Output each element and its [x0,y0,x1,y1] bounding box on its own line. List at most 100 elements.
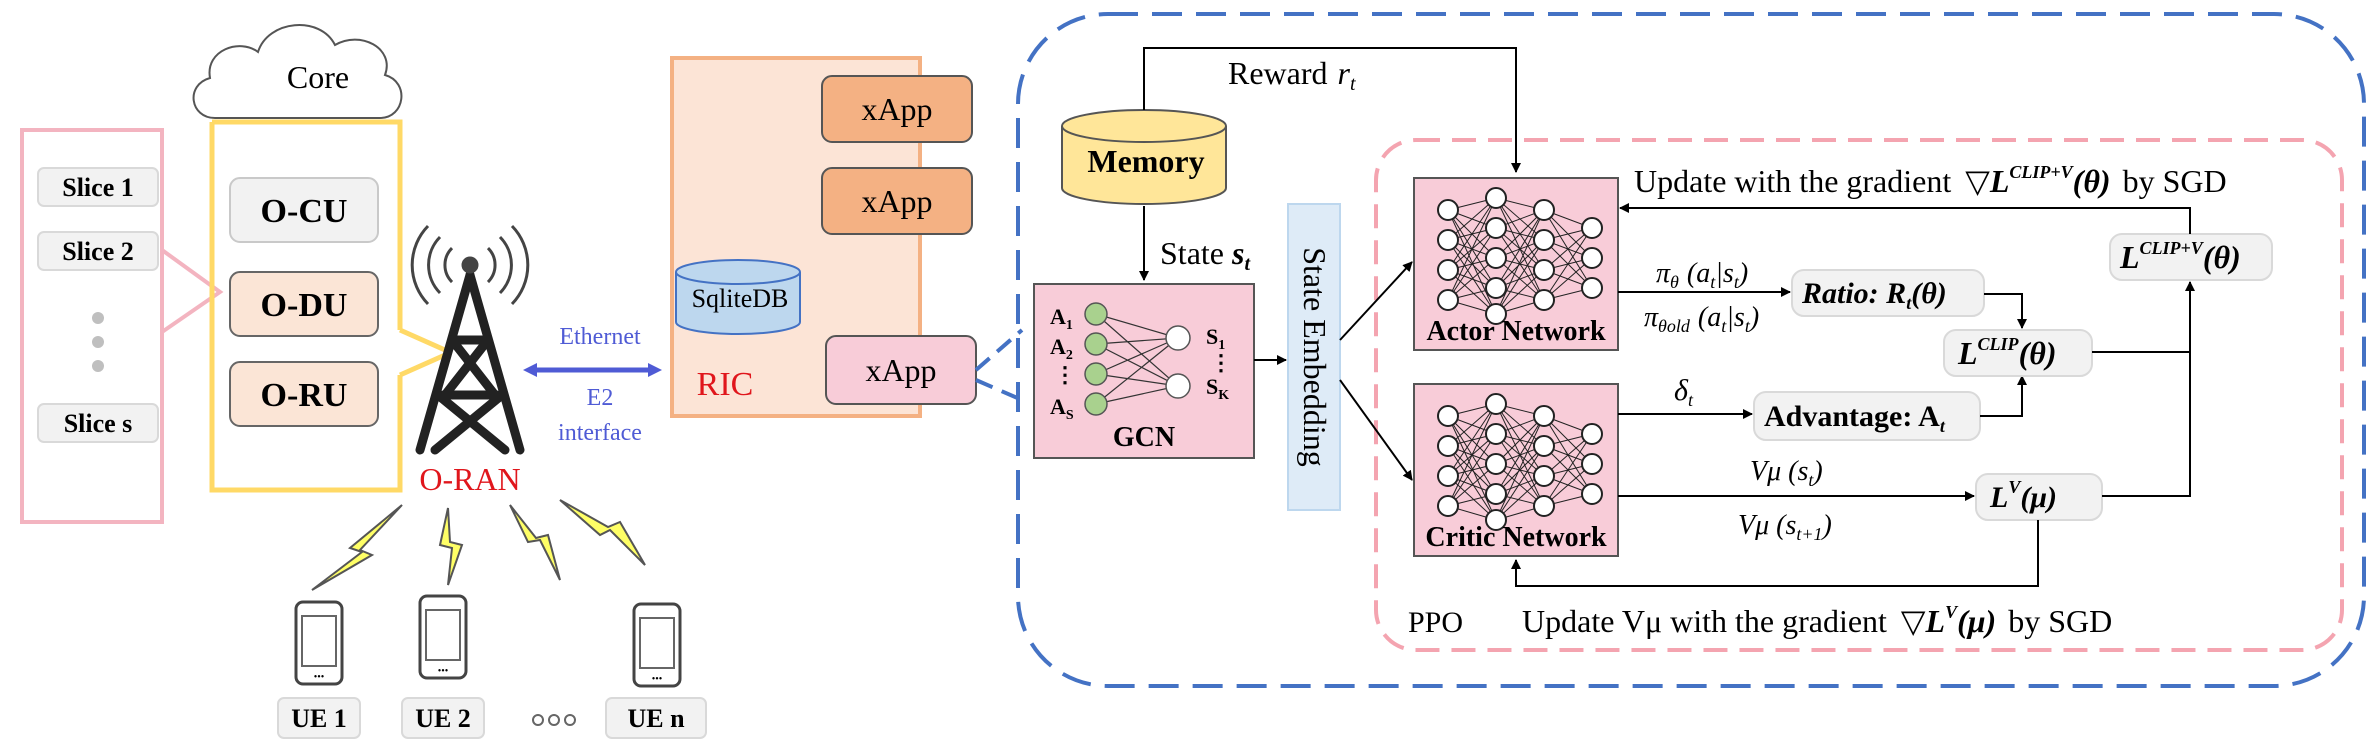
delta-label: δt [1674,374,1694,410]
net-node [1581,483,1603,505]
net-node [1437,199,1459,221]
net-node [1437,405,1459,427]
svg-text:O-RU: O-RU [261,377,348,414]
signal-waves-icon [410,224,530,306]
net-node [1485,303,1507,325]
net-node [1485,393,1507,415]
svg-text:•••: ••• [438,666,449,677]
net-node [1485,453,1507,475]
net-node [1437,229,1459,251]
ric-panel: RIC xApp xApp xApp SqliteDB [670,56,977,418]
ratio-box: Ratio: Rt(θ) [1791,269,1985,317]
svg-text:LCLIP(θ): LCLIP(θ) [1957,334,2056,371]
net-node [1437,259,1459,281]
svg-text:O-CU: O-CU [261,193,348,230]
cell-tower-icon [415,270,525,455]
lv-box: LV(μ) [1975,473,2103,521]
critic-network-box: Critic Network [1413,383,1619,557]
svg-text:O-DU: O-DU [261,287,348,324]
svg-text:Slice s: Slice s [64,409,133,438]
v-st-label: Vμ (st) [1750,456,1823,490]
svg-text:A1: A1 [1050,304,1073,333]
net-node [1533,259,1555,281]
svg-text:xApp: xApp [861,91,932,127]
svg-text:•••: ••• [652,674,663,685]
svg-text:⋮: ⋮ [1054,362,1076,387]
update-bottom-label: Update Vμ with the gradient▽LV(μ)by SGD [1522,602,2112,639]
lightning-icons [311,499,646,591]
svg-text:SK: SK [1206,374,1229,403]
net-node [1485,217,1507,239]
net-node [1533,199,1555,221]
lclip-box: LCLIP(θ) [1943,329,2093,377]
svg-text:⋮: ⋮ [1210,350,1232,375]
actor-label: Actor Network [1426,316,1606,347]
o-ru-box: O-RU [229,361,379,427]
slice-item-s: Slice s [37,403,159,443]
net-node [1533,465,1555,487]
interface-label: interface [558,420,642,446]
ue-ellipsis [532,714,576,726]
net-node [1533,435,1555,457]
net-node [1533,289,1555,311]
ethernet-label: Ethernet [559,324,641,350]
net-node [1581,423,1603,445]
sqlitedb-label: SqliteDB [692,284,789,313]
xapp-1: xApp [821,75,973,143]
svg-text:xApp: xApp [865,352,936,388]
ric-label: RIC [697,366,754,403]
sqlitedb-cylinder: SqliteDB [675,259,801,335]
svg-text:LV(μ): LV(μ) [1989,477,2057,514]
o-du-box: O-DU [229,271,379,337]
svg-text:AS: AS [1050,394,1074,423]
ue-phone-1: ••• UE 1 [277,600,361,739]
core-label: Core [287,59,349,95]
ue-phone-n: ••• UE n [605,602,707,739]
ue-label-n: UE n [627,704,685,733]
ue-label-1: UE 1 [291,704,347,733]
advantage-box: Advantage: At [1753,391,1981,441]
state-embedding-box: State Embedding [1287,203,1341,511]
pi-theta-label: πθ(at|st) [1656,258,1748,292]
svg-text:LCLIP+V(θ): LCLIP+V(θ) [2119,238,2241,275]
core-frame [209,119,447,493]
svg-text:Ratio: Rt(θ): Ratio: Rt(θ) [1801,277,1947,313]
actor-network-box: Actor Network [1413,177,1619,351]
memory-label: Memory [1087,143,1204,179]
ue-phone-2: ••• UE 2 [401,594,485,739]
critic-label: Critic Network [1425,522,1607,553]
memory-cylinder: Memory [1061,109,1227,205]
xapp-2: xApp [821,167,973,235]
net-node [1485,423,1507,445]
slice-item-2: Slice 2 [37,231,159,271]
lclipv-box: LCLIP+V(θ) [2109,233,2273,281]
svg-text:Slice 2: Slice 2 [62,237,134,266]
net-node [1581,277,1603,299]
svg-text:xApp: xApp [861,183,932,219]
o-cu-box: O-CU [229,177,379,243]
svg-text:A2: A2 [1050,334,1073,363]
net-node [1485,247,1507,269]
svg-text:Slice 1: Slice 1 [62,173,134,202]
v-st1-label: Vμ (st+1) [1738,510,1832,544]
o-ran-label: O-RAN [419,461,520,497]
net-node [1533,229,1555,251]
net-node [1485,277,1507,299]
slice-item-1: Slice 1 [37,167,159,207]
slice-ellipsis [92,312,104,372]
pi-theta-old-label: πθold(at|st) [1644,302,1759,336]
e2-label: E2 [587,385,614,411]
core-cloud: Core [192,24,403,119]
net-node [1581,247,1603,269]
e2-link: Ethernet E2 interface [523,324,662,446]
net-node [1437,435,1459,457]
net-node [1533,405,1555,427]
gcn-box: A1 A2 ⋮ AS S1 ⋮ SK GCN [1033,283,1255,459]
svg-text:•••: ••• [314,672,325,683]
gcn-label: GCN [1113,422,1175,453]
net-node [1485,509,1507,531]
svg-text:S1: S1 [1206,324,1225,353]
